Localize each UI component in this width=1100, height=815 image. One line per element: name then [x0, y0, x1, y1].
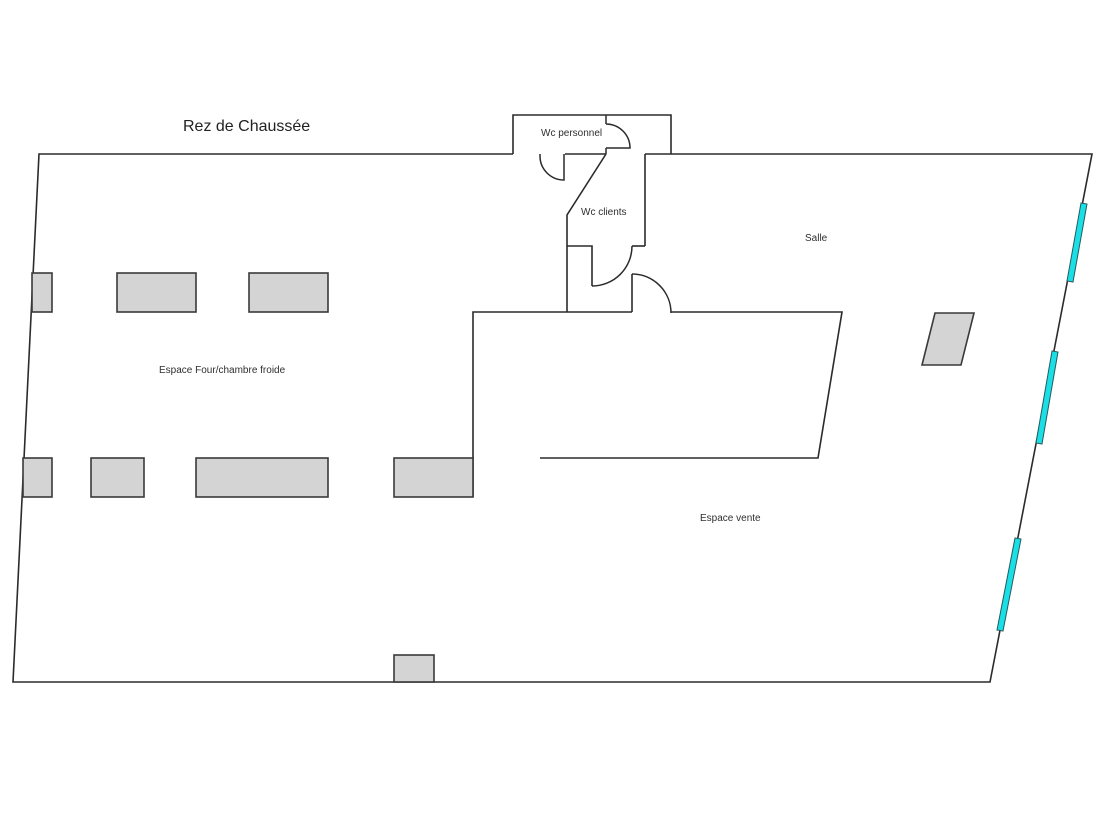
- room-label-salle: Salle: [805, 233, 828, 244]
- window-3: [996, 537, 1022, 632]
- wc-personnel-door: [605, 115, 631, 154]
- fixture-salle-table: [920, 312, 976, 366]
- room-label-wc-clients: Wc clients: [581, 207, 627, 218]
- window-2: [1035, 350, 1059, 445]
- fixture-bottom-3: [393, 457, 474, 498]
- fixture-bottom-2: [195, 457, 329, 498]
- fixture-wall-top: [31, 272, 53, 313]
- room-label-espace-vente: Espace vente: [700, 513, 761, 524]
- floor-title: Rez de Chaussée: [183, 118, 311, 135]
- fixture-oven-2: [248, 272, 329, 313]
- window-1: [1066, 202, 1088, 283]
- outer-walls: [12, 153, 1093, 683]
- fixtures: [22, 272, 976, 683]
- entrance-door-arc: [539, 154, 565, 181]
- fixture-floor: [393, 654, 435, 683]
- fixture-oven-1: [116, 272, 197, 313]
- wc-personnel-walls: [512, 114, 672, 155]
- windows: [996, 202, 1088, 632]
- fixture-wall-bottom: [22, 457, 53, 498]
- room-label-wc-personnel: Wc personnel: [541, 128, 603, 139]
- room-label-espace-four: Espace Four/chambre froide: [159, 365, 286, 376]
- wc-clients-door: [591, 245, 633, 287]
- fixture-bottom-1: [90, 457, 145, 498]
- inner-partition: [472, 273, 843, 497]
- wc-clients-walls: [566, 153, 646, 312]
